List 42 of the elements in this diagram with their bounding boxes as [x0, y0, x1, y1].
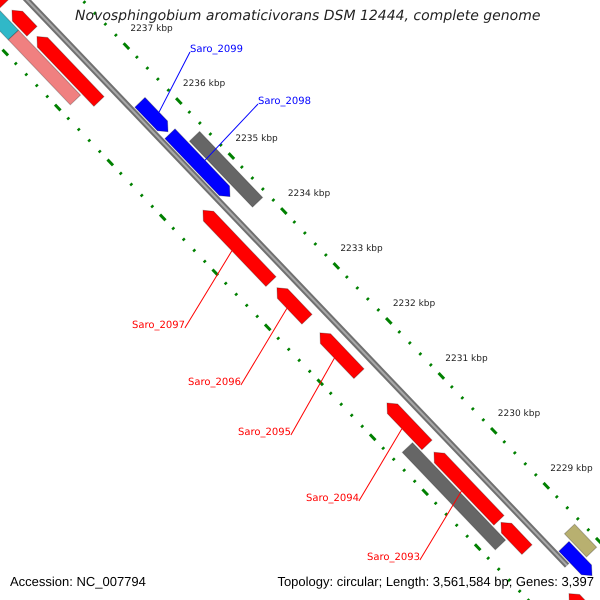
gene-bar — [0, 8, 20, 40]
gene-label: Saro_2094 — [306, 493, 359, 504]
gene-bar — [36, 36, 105, 107]
tick-label: 2232 kbp — [392, 300, 436, 310]
leader-line — [204, 104, 258, 161]
tick-label: 2233 kbp — [340, 244, 383, 255]
gene-bar — [11, 10, 38, 37]
gene-label: Saro_2096 — [188, 377, 241, 388]
gene-bar — [402, 442, 506, 550]
tick-label: 2229 kbp — [550, 464, 593, 475]
gene-bar — [8, 30, 82, 106]
accession-text: Accession: NC_007794 — [10, 575, 146, 590]
gene-bar — [564, 524, 598, 558]
gene-bar — [319, 332, 365, 380]
leader-line — [290, 358, 335, 436]
leader-line — [358, 428, 402, 502]
gene-bar — [202, 210, 277, 288]
tick-label: 2231 kbp — [445, 354, 488, 365]
gene-bar — [500, 522, 533, 556]
tick-label: 2234 kbp — [288, 190, 330, 200]
gene-label: Saro_2097 — [132, 320, 185, 331]
gene-bar — [164, 128, 231, 198]
gene-label: Saro_2098 — [258, 96, 311, 107]
title: Novosphingobium aromaticivorans DSM 12444, complete genome — [75, 9, 540, 24]
gene-bar — [276, 287, 313, 325]
genome-info-text: Topology: circular; Length: 3,561,584 bp; Genes: 3,397 — [277, 575, 594, 590]
tick-label: 2237 kbp — [130, 25, 173, 36]
gene-label: Saro_2099 — [190, 44, 243, 55]
gene-label: Saro_2093 — [367, 552, 420, 563]
gene-bar — [433, 452, 505, 526]
leader-line — [184, 250, 232, 328]
tick-label: 2230 kbp — [498, 410, 540, 420]
leader-line — [158, 52, 190, 113]
gene-bar — [188, 130, 264, 208]
gene-bar — [386, 402, 433, 450]
gene-bar — [134, 96, 169, 132]
leader-line — [240, 308, 288, 386]
leader-line — [419, 490, 462, 560]
tick-label: 2235 kbp — [235, 135, 278, 145]
tick-label: 2236 kbp — [182, 80, 226, 90]
gene-bar — [558, 540, 593, 576]
gene-label: Saro_2095 — [238, 427, 291, 438]
